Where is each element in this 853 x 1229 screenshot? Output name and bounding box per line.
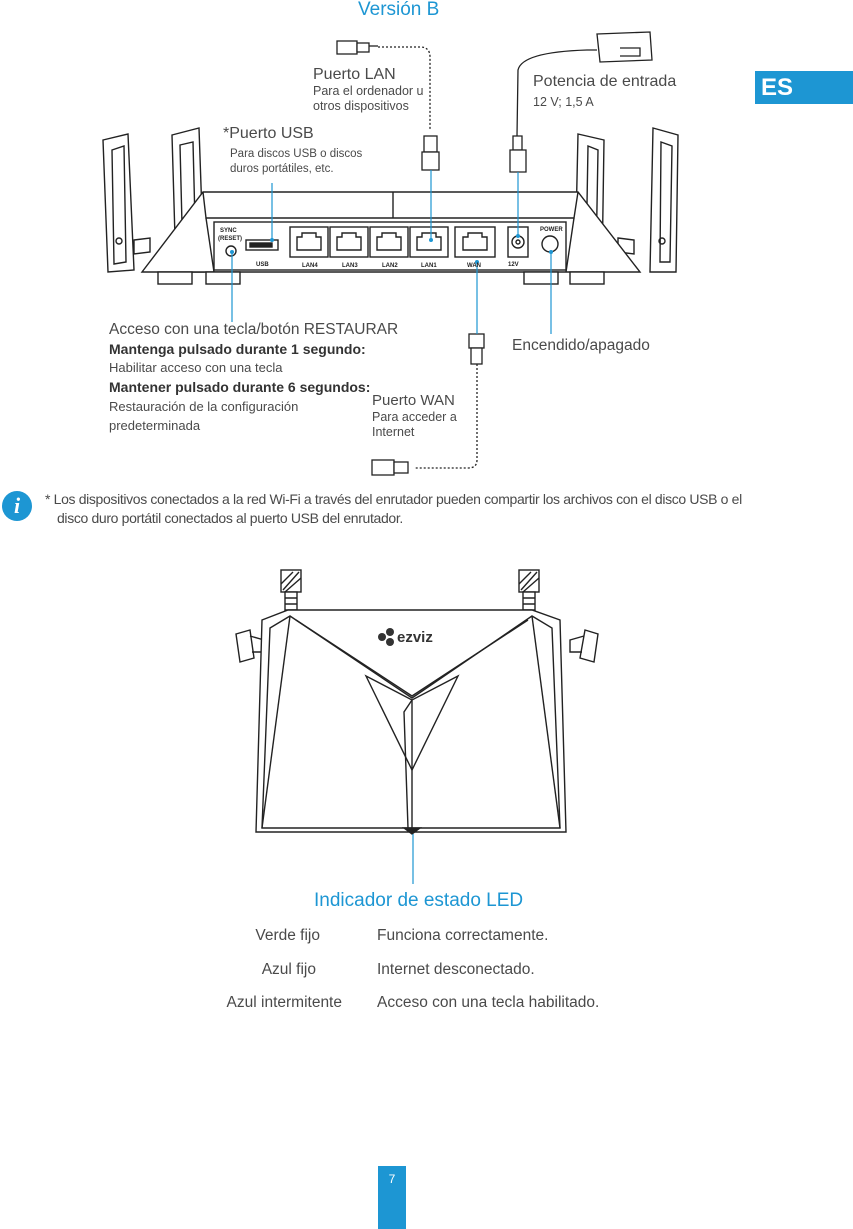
- language-tab: ES: [755, 71, 853, 104]
- wan-port-title: Puerto WAN: [372, 392, 455, 409]
- wan-port-desc-2: Internet: [372, 425, 415, 439]
- power-input-title: Potencia de entrada: [533, 73, 677, 90]
- led-meaning: Internet desconectado.: [377, 961, 535, 978]
- reset-hold1-title: Mantenga pulsado durante 1 segundo:: [109, 341, 366, 357]
- label-12v: 12V: [508, 262, 519, 268]
- label-lan1: LAN1: [421, 263, 437, 269]
- led-state: Azul intermitente: [226, 994, 342, 1011]
- lan-port-desc-2: otros dispositivos: [313, 99, 409, 113]
- lan-port-title: Puerto LAN: [313, 66, 396, 83]
- label-lan3: LAN3: [342, 263, 358, 269]
- wan-port-desc-1: Para acceder a: [372, 410, 457, 424]
- led-meaning: Acceso con una tecla habilitado.: [377, 994, 600, 1011]
- reset-hold6-desc-1: Restauración de la configuración: [109, 399, 299, 414]
- note-line-2: disco duro portátil conectados al puerto…: [57, 510, 403, 526]
- power-button-callout: Encendido/apagado: [512, 337, 650, 354]
- label-wan: WAN: [467, 263, 481, 269]
- usb-port-callout: *Puerto USB Para discos USB o discos dur…: [223, 124, 362, 177]
- reset-callout: Acceso con una tecla/botón RESTAURAR Man…: [109, 320, 398, 435]
- lan-port-desc-1: Para el ordenador u: [313, 84, 424, 98]
- label-power: POWER: [540, 227, 563, 233]
- info-icon: i: [2, 491, 32, 521]
- router-rear-diagram: SYNC (RESET) USB LAN4 LAN3 LAN2 LAN1 WAN…: [102, 31, 679, 476]
- reset-hold6-title: Mantener pulsado durante 6 segundos:: [109, 379, 371, 395]
- brand-logo: ezviz: [397, 629, 433, 646]
- led-state: Azul fijo: [261, 961, 316, 978]
- reset-hold6-desc-2: predeterminada: [109, 418, 201, 433]
- usb-sharing-note: * Los dispositivos conectados a la red W…: [45, 490, 835, 528]
- page-number: 7: [378, 1166, 406, 1229]
- label-reset: (RESET): [218, 236, 242, 242]
- label-usb: USB: [256, 262, 269, 268]
- reset-hold1-desc: Habilitar acceso con una tecla: [109, 360, 283, 375]
- reset-title: Acceso con una tecla/botón RESTAURAR: [109, 321, 399, 338]
- power-input-callout: Potencia de entrada 12 V; 1,5 A: [533, 73, 676, 110]
- lan-port-callout: Puerto LAN Para el ordenador u otros dis…: [313, 66, 424, 114]
- version-title: Versión B: [358, 0, 440, 20]
- label-lan4: LAN4: [302, 263, 318, 269]
- label-lan2: LAN2: [382, 263, 398, 269]
- led-meaning: Funciona correctamente.: [377, 927, 549, 944]
- led-status-title: Indicador de estado LED: [314, 890, 524, 911]
- usb-port-desc-2: duros portátiles, etc.: [230, 163, 334, 175]
- led-state: Verde fijo: [255, 927, 320, 944]
- label-sync: SYNC: [220, 228, 237, 234]
- wan-port-callout: Puerto WAN Para acceder a Internet: [372, 392, 457, 440]
- usb-port-title: *Puerto USB: [223, 125, 314, 142]
- usb-port-desc-1: Para discos USB o discos: [230, 148, 363, 160]
- note-line-1: * Los dispositivos conectados a la red W…: [45, 491, 742, 507]
- power-input-desc: 12 V; 1,5 A: [533, 95, 594, 109]
